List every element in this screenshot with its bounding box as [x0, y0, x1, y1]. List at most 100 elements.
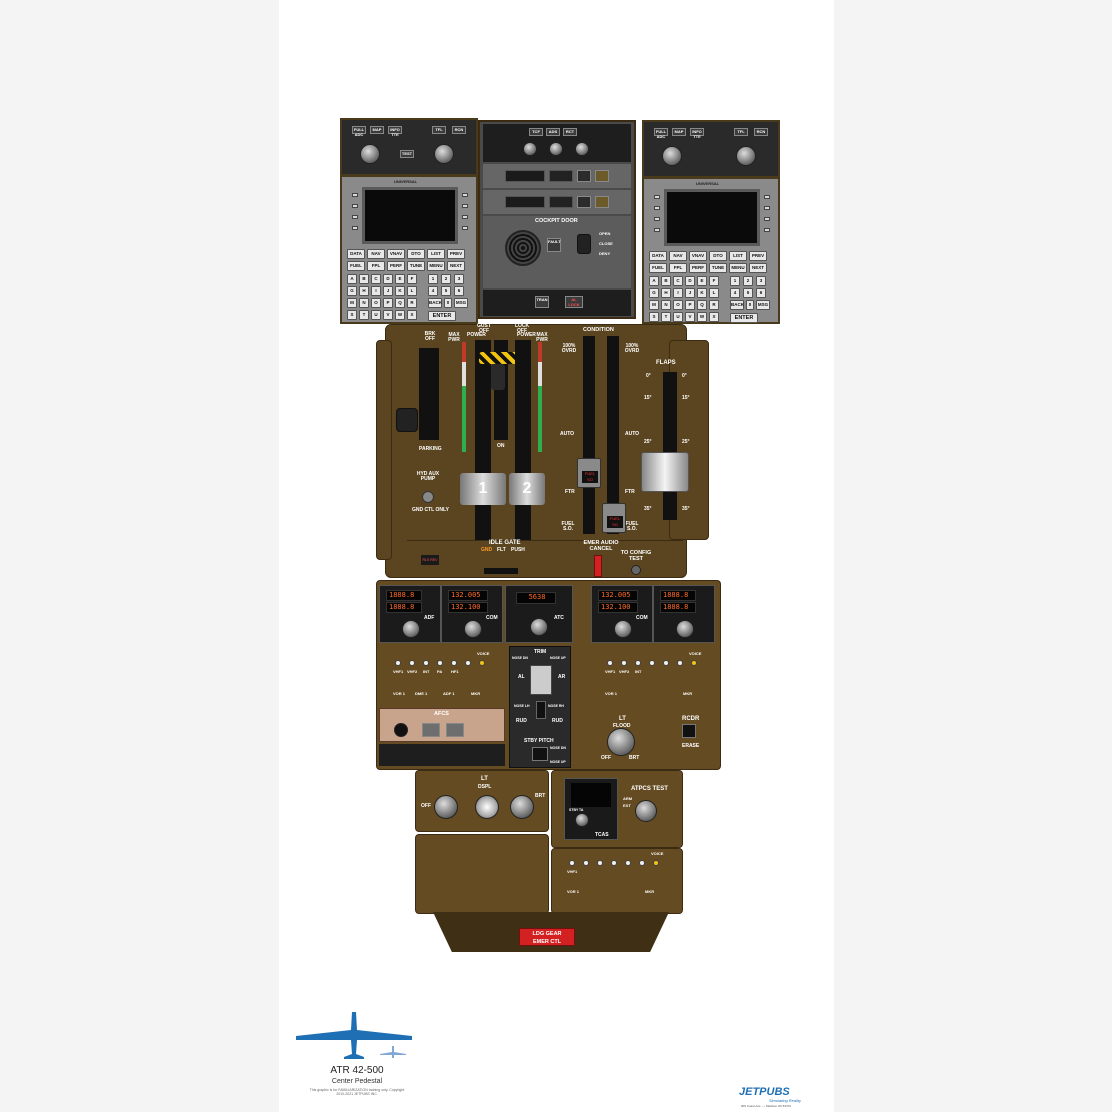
- audio-l-ind-5[interactable]: [451, 660, 457, 666]
- mcdu-left-key-vnav[interactable]: VNAV: [387, 249, 405, 259]
- mcdu-left-key-x[interactable]: X: [407, 310, 417, 320]
- mcdu-left-key-q[interactable]: Q: [395, 298, 405, 308]
- power-lever-2[interactable]: 2: [509, 473, 545, 505]
- mcdu-left-key-r[interactable]: R: [407, 298, 417, 308]
- selector-btn-3[interactable]: [577, 196, 591, 208]
- mcdu-right-key-f[interactable]: F: [709, 276, 719, 286]
- mcdu-left-lsk-l2[interactable]: [352, 204, 358, 208]
- mcdu-right-lsk-l2[interactable]: [654, 206, 660, 210]
- mcdu-right-key-x[interactable]: X: [709, 312, 719, 322]
- lt-lower-knob-left[interactable]: [434, 795, 458, 819]
- center-btn-ads[interactable]: ADS: [546, 128, 560, 136]
- mcdu-right-key-o[interactable]: O: [673, 300, 683, 310]
- right-nav-knob[interactable]: [676, 620, 694, 638]
- mcdu-right-key-next[interactable]: NEXT: [749, 263, 767, 273]
- mcdu-left-key-fuel[interactable]: FUEL: [347, 261, 365, 271]
- ldg-gear-emer-ctl[interactable]: LDG GEAR EMER CTL: [519, 928, 575, 946]
- mcdu-right-key-list[interactable]: LIST: [729, 251, 747, 261]
- center-knob-1[interactable]: [523, 142, 537, 156]
- flaps-lever[interactable]: [641, 452, 689, 492]
- selector-btn-4[interactable]: [595, 196, 609, 208]
- mcdu-left-key-4[interactable]: 4: [428, 286, 438, 296]
- mcdu-right-key-tune[interactable]: TUNE: [709, 263, 727, 273]
- mcdu-right-key-vnav[interactable]: VNAV: [689, 251, 707, 261]
- mcdu-left-key-5[interactable]: 5: [441, 286, 451, 296]
- mcdu-left-key-next[interactable]: NEXT: [447, 261, 465, 271]
- mcdu-right-lsk-r1[interactable]: [764, 195, 770, 199]
- mcdu-left-key-p[interactable]: P: [383, 298, 393, 308]
- mcdu-right-key-h[interactable]: H: [661, 288, 671, 298]
- mcdu-right-lsk-l3[interactable]: [654, 217, 660, 221]
- stby-pitch-switch[interactable]: [532, 747, 548, 761]
- right-com-knob[interactable]: [614, 620, 632, 638]
- mcdu-left-key-prev[interactable]: PREV: [447, 249, 465, 259]
- trim-switch-block[interactable]: [530, 665, 552, 695]
- mcdu-left-key-nav[interactable]: NAV: [367, 249, 385, 259]
- mcdu-left-key-list[interactable]: LIST: [427, 249, 445, 259]
- mcdu-left-key-s[interactable]: S: [347, 310, 357, 320]
- condition-lever-2[interactable]: FUEL SO: [602, 503, 626, 533]
- emer-audio-switch[interactable]: [594, 555, 602, 577]
- mcdu-left-key-w[interactable]: W: [395, 310, 405, 320]
- center-btn-tcf[interactable]: TCF: [529, 128, 543, 136]
- mcdu-left-lsk-l3[interactable]: [352, 215, 358, 219]
- mcdu-right-btn-rcn[interactable]: RCN: [754, 128, 768, 136]
- mcdu-right-key-q[interactable]: Q: [697, 300, 707, 310]
- mcdu-right-key-n[interactable]: N: [661, 300, 671, 310]
- audio-r-ind-3[interactable]: [635, 660, 641, 666]
- mcdu-right-key-0[interactable]: 0: [746, 300, 754, 310]
- mcdu-right-key-b[interactable]: B: [661, 276, 671, 286]
- mcdu-right-key-w[interactable]: W: [697, 312, 707, 322]
- mcdu-right-key-2[interactable]: 2: [743, 276, 753, 286]
- mcdu-right-key-a[interactable]: A: [649, 276, 659, 286]
- rcdr-button[interactable]: [682, 724, 696, 738]
- tcas-mode-knob[interactable]: [575, 813, 589, 827]
- mcdu-left-key-enter[interactable]: ENTER: [428, 311, 456, 321]
- mcdu-left-key-a[interactable]: A: [347, 274, 357, 284]
- mcdu-left-key-perf[interactable]: PERF: [387, 261, 405, 271]
- mcdu-right-key-5[interactable]: 5: [743, 288, 753, 298]
- mcdu-left-key-d[interactable]: D: [383, 274, 393, 284]
- audio-r-ind-1[interactable]: [607, 660, 613, 666]
- mcdu-right-key-j[interactable]: J: [685, 288, 695, 298]
- mcdu-left-key-u[interactable]: U: [371, 310, 381, 320]
- mcdu-right-lsk-l4[interactable]: [654, 228, 660, 232]
- mcdu-left-knob-left[interactable]: [360, 144, 380, 164]
- mcdu-right-key-fuel[interactable]: FUEL: [649, 263, 667, 273]
- mcdu-left-btn-info[interactable]: INFO TTE: [388, 126, 402, 137]
- door-fault-button[interactable]: FAULT: [547, 238, 561, 252]
- mcdu-right-key-3[interactable]: 3: [756, 276, 766, 286]
- mcdu-right-knob-right[interactable]: [736, 146, 756, 166]
- mcdu-right-key-u[interactable]: U: [673, 312, 683, 322]
- parking-brake-handle[interactable]: [396, 408, 418, 432]
- mcdu-right-key-s[interactable]: S: [649, 312, 659, 322]
- mcdu-left-key-n[interactable]: N: [359, 298, 369, 308]
- mcdu-left-key-t[interactable]: T: [359, 310, 369, 320]
- mcdu-left-key-b[interactable]: B: [359, 274, 369, 284]
- mcdu-left-key-3[interactable]: 3: [454, 274, 464, 284]
- mcdu-right-key-perf[interactable]: PERF: [689, 263, 707, 273]
- audio-l-ind-2[interactable]: [409, 660, 415, 666]
- mcdu-left-key-j[interactable]: J: [383, 286, 393, 296]
- mcdu-right-key-r[interactable]: R: [709, 300, 719, 310]
- mcdu-left-key-tune[interactable]: TUNE: [407, 261, 425, 271]
- gust-lock-handle[interactable]: [479, 352, 519, 364]
- mcdu-left-btn-test[interactable]: TEST: [400, 150, 414, 158]
- afcs-btn-2[interactable]: [446, 723, 464, 737]
- atc-knob[interactable]: [530, 618, 548, 636]
- mcdu-left-lsk-r1[interactable]: [462, 193, 468, 197]
- audio-r-ind-6[interactable]: [677, 660, 683, 666]
- mcdu-right-btn-info[interactable]: INFO TTE: [690, 128, 704, 139]
- mcdu-left-key-i[interactable]: I: [371, 286, 381, 296]
- mcdu-right-key-6[interactable]: 6: [756, 288, 766, 298]
- mcdu-right-key-data[interactable]: DATA: [649, 251, 667, 261]
- mcdu-right-lsk-r3[interactable]: [764, 217, 770, 221]
- mcdu-left-key-l[interactable]: L: [407, 286, 417, 296]
- mcdu-left-btn-full-adc[interactable]: FULL ADC: [352, 126, 366, 137]
- audio-r-ind-2[interactable]: [621, 660, 627, 666]
- mcdu-right-key-fpl[interactable]: FPL: [669, 263, 687, 273]
- mcdu-right-key-t[interactable]: T: [661, 312, 671, 322]
- mcdu-left-key-k[interactable]: K: [395, 286, 405, 296]
- mcdu-left-key-v[interactable]: V: [383, 310, 393, 320]
- mcdu-right-btn-map[interactable]: MAP: [672, 128, 686, 136]
